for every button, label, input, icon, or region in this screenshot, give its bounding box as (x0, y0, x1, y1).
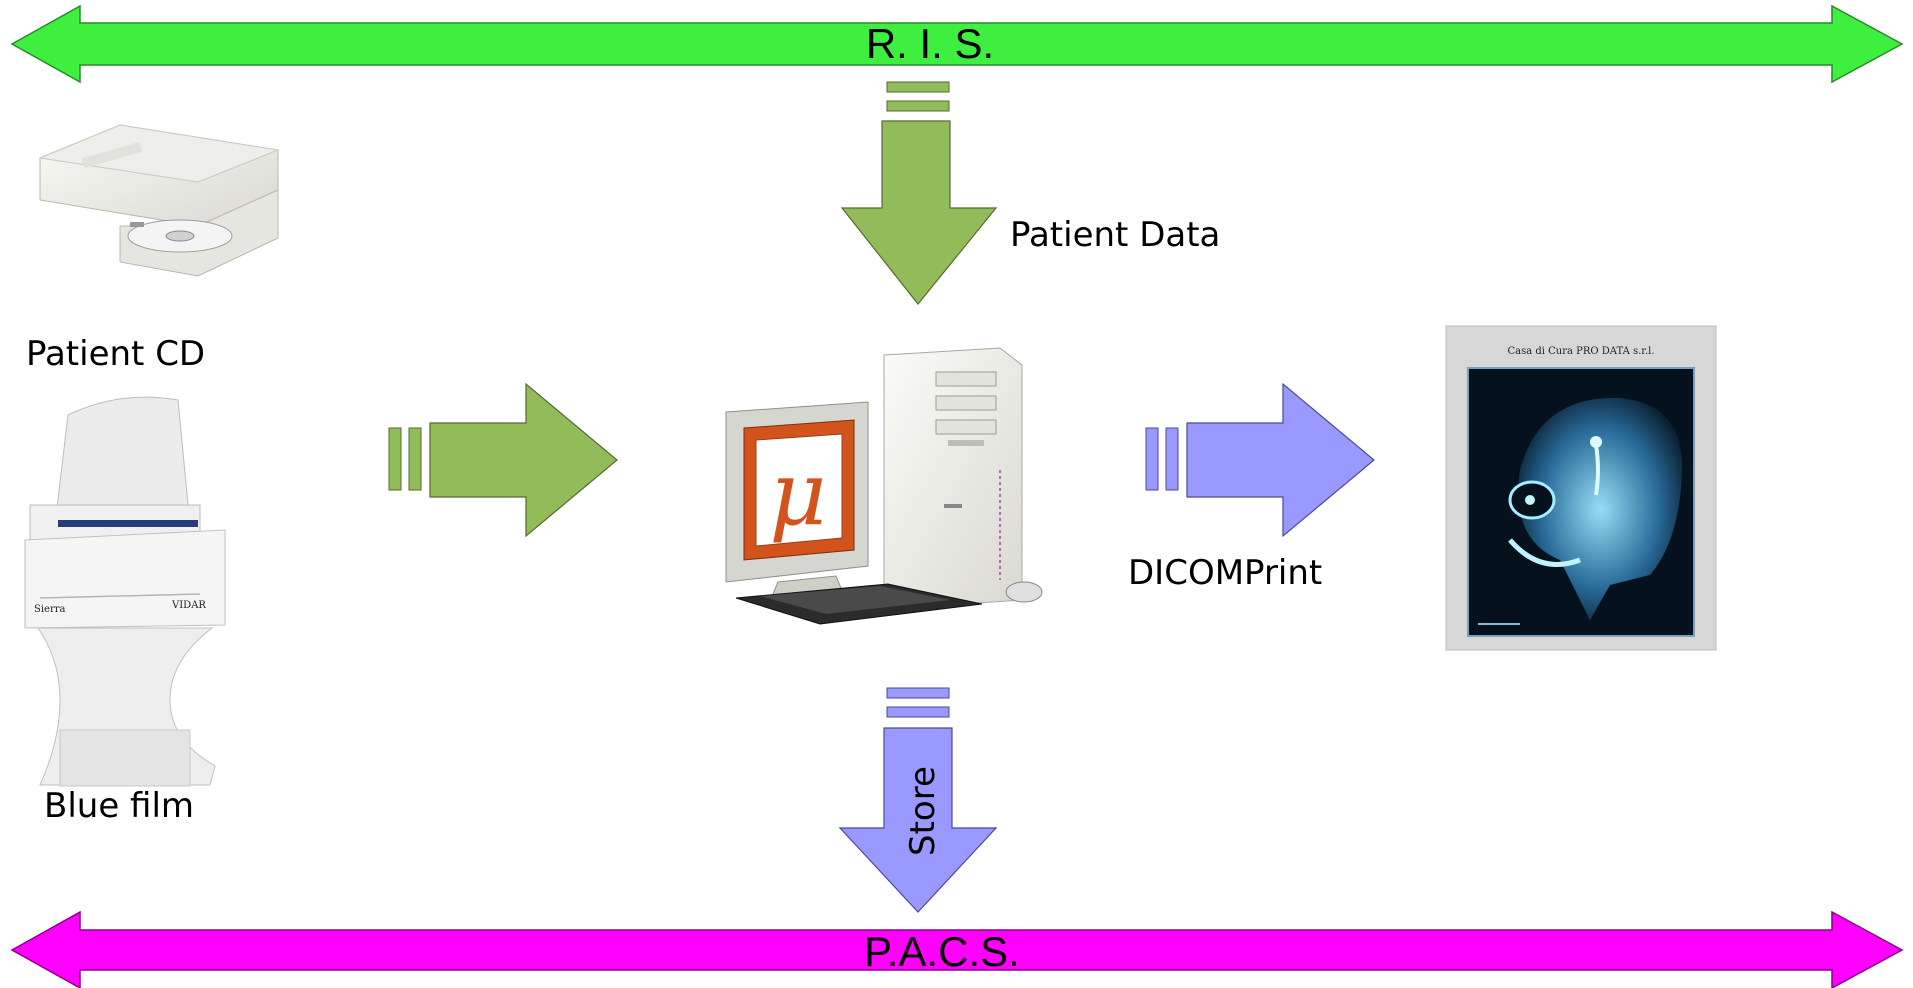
workstation-icon: μ (725, 347, 1043, 625)
xray-print-icon: Casa di Cura PRO DATA s.r.l. (1445, 325, 1717, 651)
input-arrow (388, 382, 618, 538)
blue-film-label: Blue film (44, 786, 194, 826)
dicomprint-label: DICOMPrint (1128, 553, 1322, 593)
film-scanner-icon: Sierra VIDAR (24, 396, 226, 787)
store-label: Store (903, 766, 943, 856)
ris-bus: R. I. S. (10, 4, 1904, 84)
patient-cd-label: Patient CD (26, 334, 205, 374)
workstation-logo: μ (769, 442, 826, 545)
ris-bus-arrow (10, 4, 1904, 84)
cd-drive-icon (38, 124, 280, 277)
pacs-bus-label: P.A.C.S. (864, 928, 1020, 975)
pacs-bus: P.A.C.S. (10, 910, 1904, 988)
patient-data-label: Patient Data (1010, 215, 1220, 255)
print-header: Casa di Cura PRO DATA s.r.l. (1507, 346, 1654, 357)
svg-text:Sierra: Sierra (34, 604, 66, 615)
svg-text:VIDAR: VIDAR (171, 600, 206, 611)
patient-data-arrow (840, 81, 998, 305)
ris-bus-label: R. I. S. (866, 20, 994, 67)
pacs-bus-arrow (10, 910, 1904, 988)
store-arrow (838, 687, 998, 913)
dicomprint-arrow (1145, 382, 1375, 538)
